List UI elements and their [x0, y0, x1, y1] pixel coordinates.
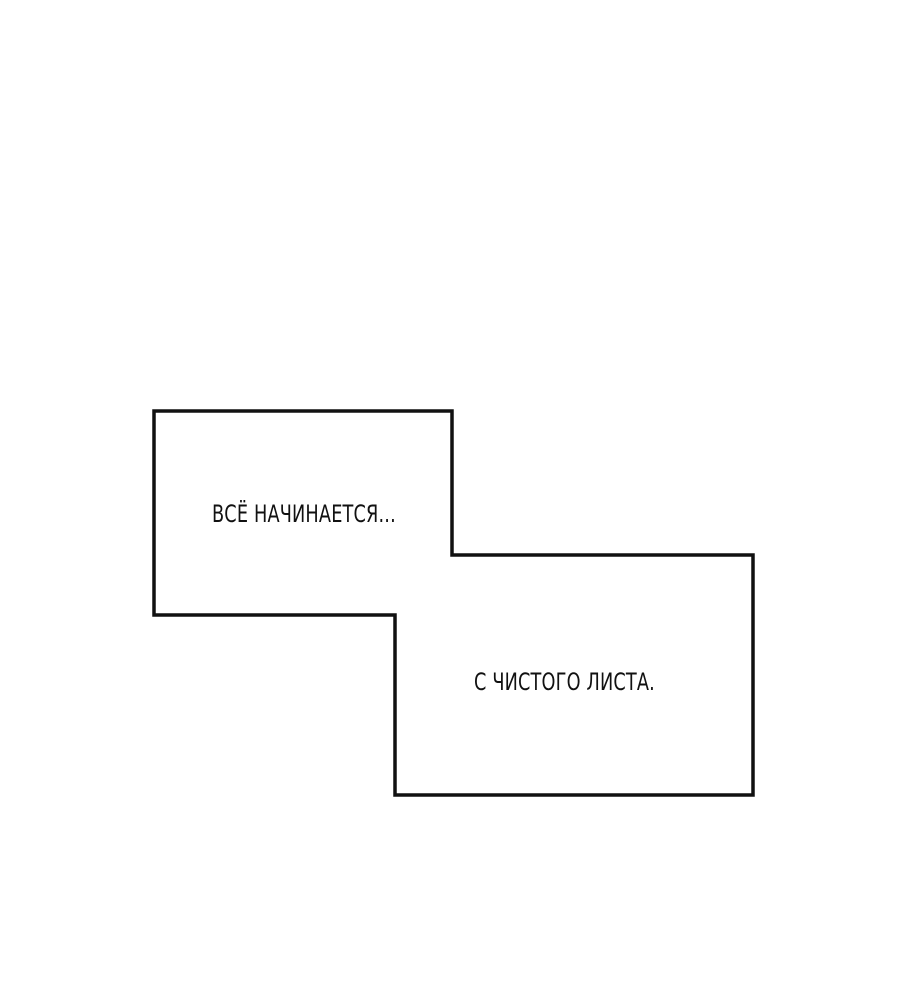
caption-text-first: ВСЁ НАЧИНАЕТСЯ...	[212, 500, 396, 528]
caption-text-second: С ЧИСТОГО ЛИСТА.	[474, 668, 655, 696]
